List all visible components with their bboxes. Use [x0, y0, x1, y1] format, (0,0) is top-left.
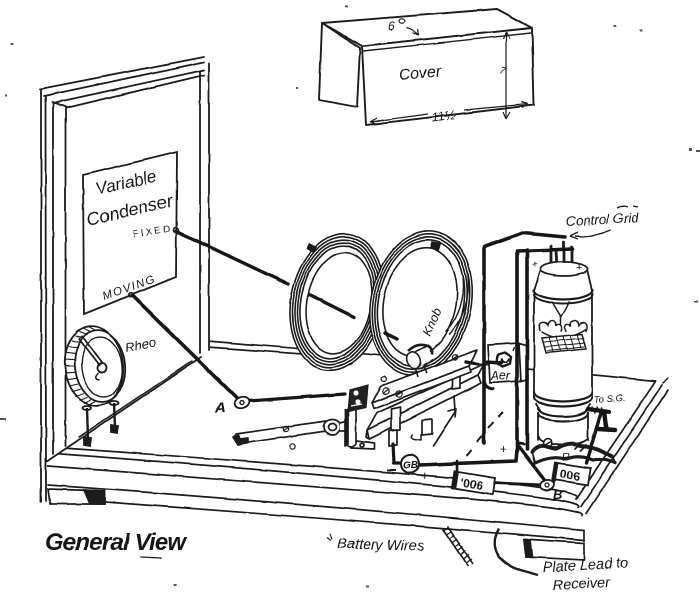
svg-text:B: B — [553, 487, 562, 502]
svg-text:Rheo: Rheo — [124, 335, 157, 355]
svg-text:General View: General View — [45, 529, 187, 556]
svg-text:Cover: Cover — [398, 63, 443, 84]
svg-text:'006: '006 — [459, 476, 484, 493]
svg-text:Plate Lead to: Plate Lead to — [542, 556, 628, 576]
svg-text:+: + — [500, 442, 507, 456]
svg-text:Receiver: Receiver — [552, 575, 611, 594]
svg-text:6: 6 — [388, 19, 395, 33]
svg-text:Control Grid: Control Grid — [565, 210, 639, 229]
svg-text:P: P — [562, 451, 572, 464]
svg-text:+: + — [532, 260, 538, 271]
svg-text:Battery Wires: Battery Wires — [337, 536, 424, 555]
svg-text:Aer: Aer — [490, 369, 511, 383]
svg-text:+: + — [576, 262, 582, 274]
svg-text:11½: 11½ — [431, 107, 457, 125]
svg-text:To S.G.: To S.G. — [593, 393, 626, 406]
svg-text:+: + — [421, 468, 429, 483]
svg-text:006: 006 — [559, 467, 581, 484]
svg-text:A: A — [214, 399, 226, 416]
svg-text:GB: GB — [403, 461, 418, 472]
svg-text:7: 7 — [498, 65, 507, 77]
